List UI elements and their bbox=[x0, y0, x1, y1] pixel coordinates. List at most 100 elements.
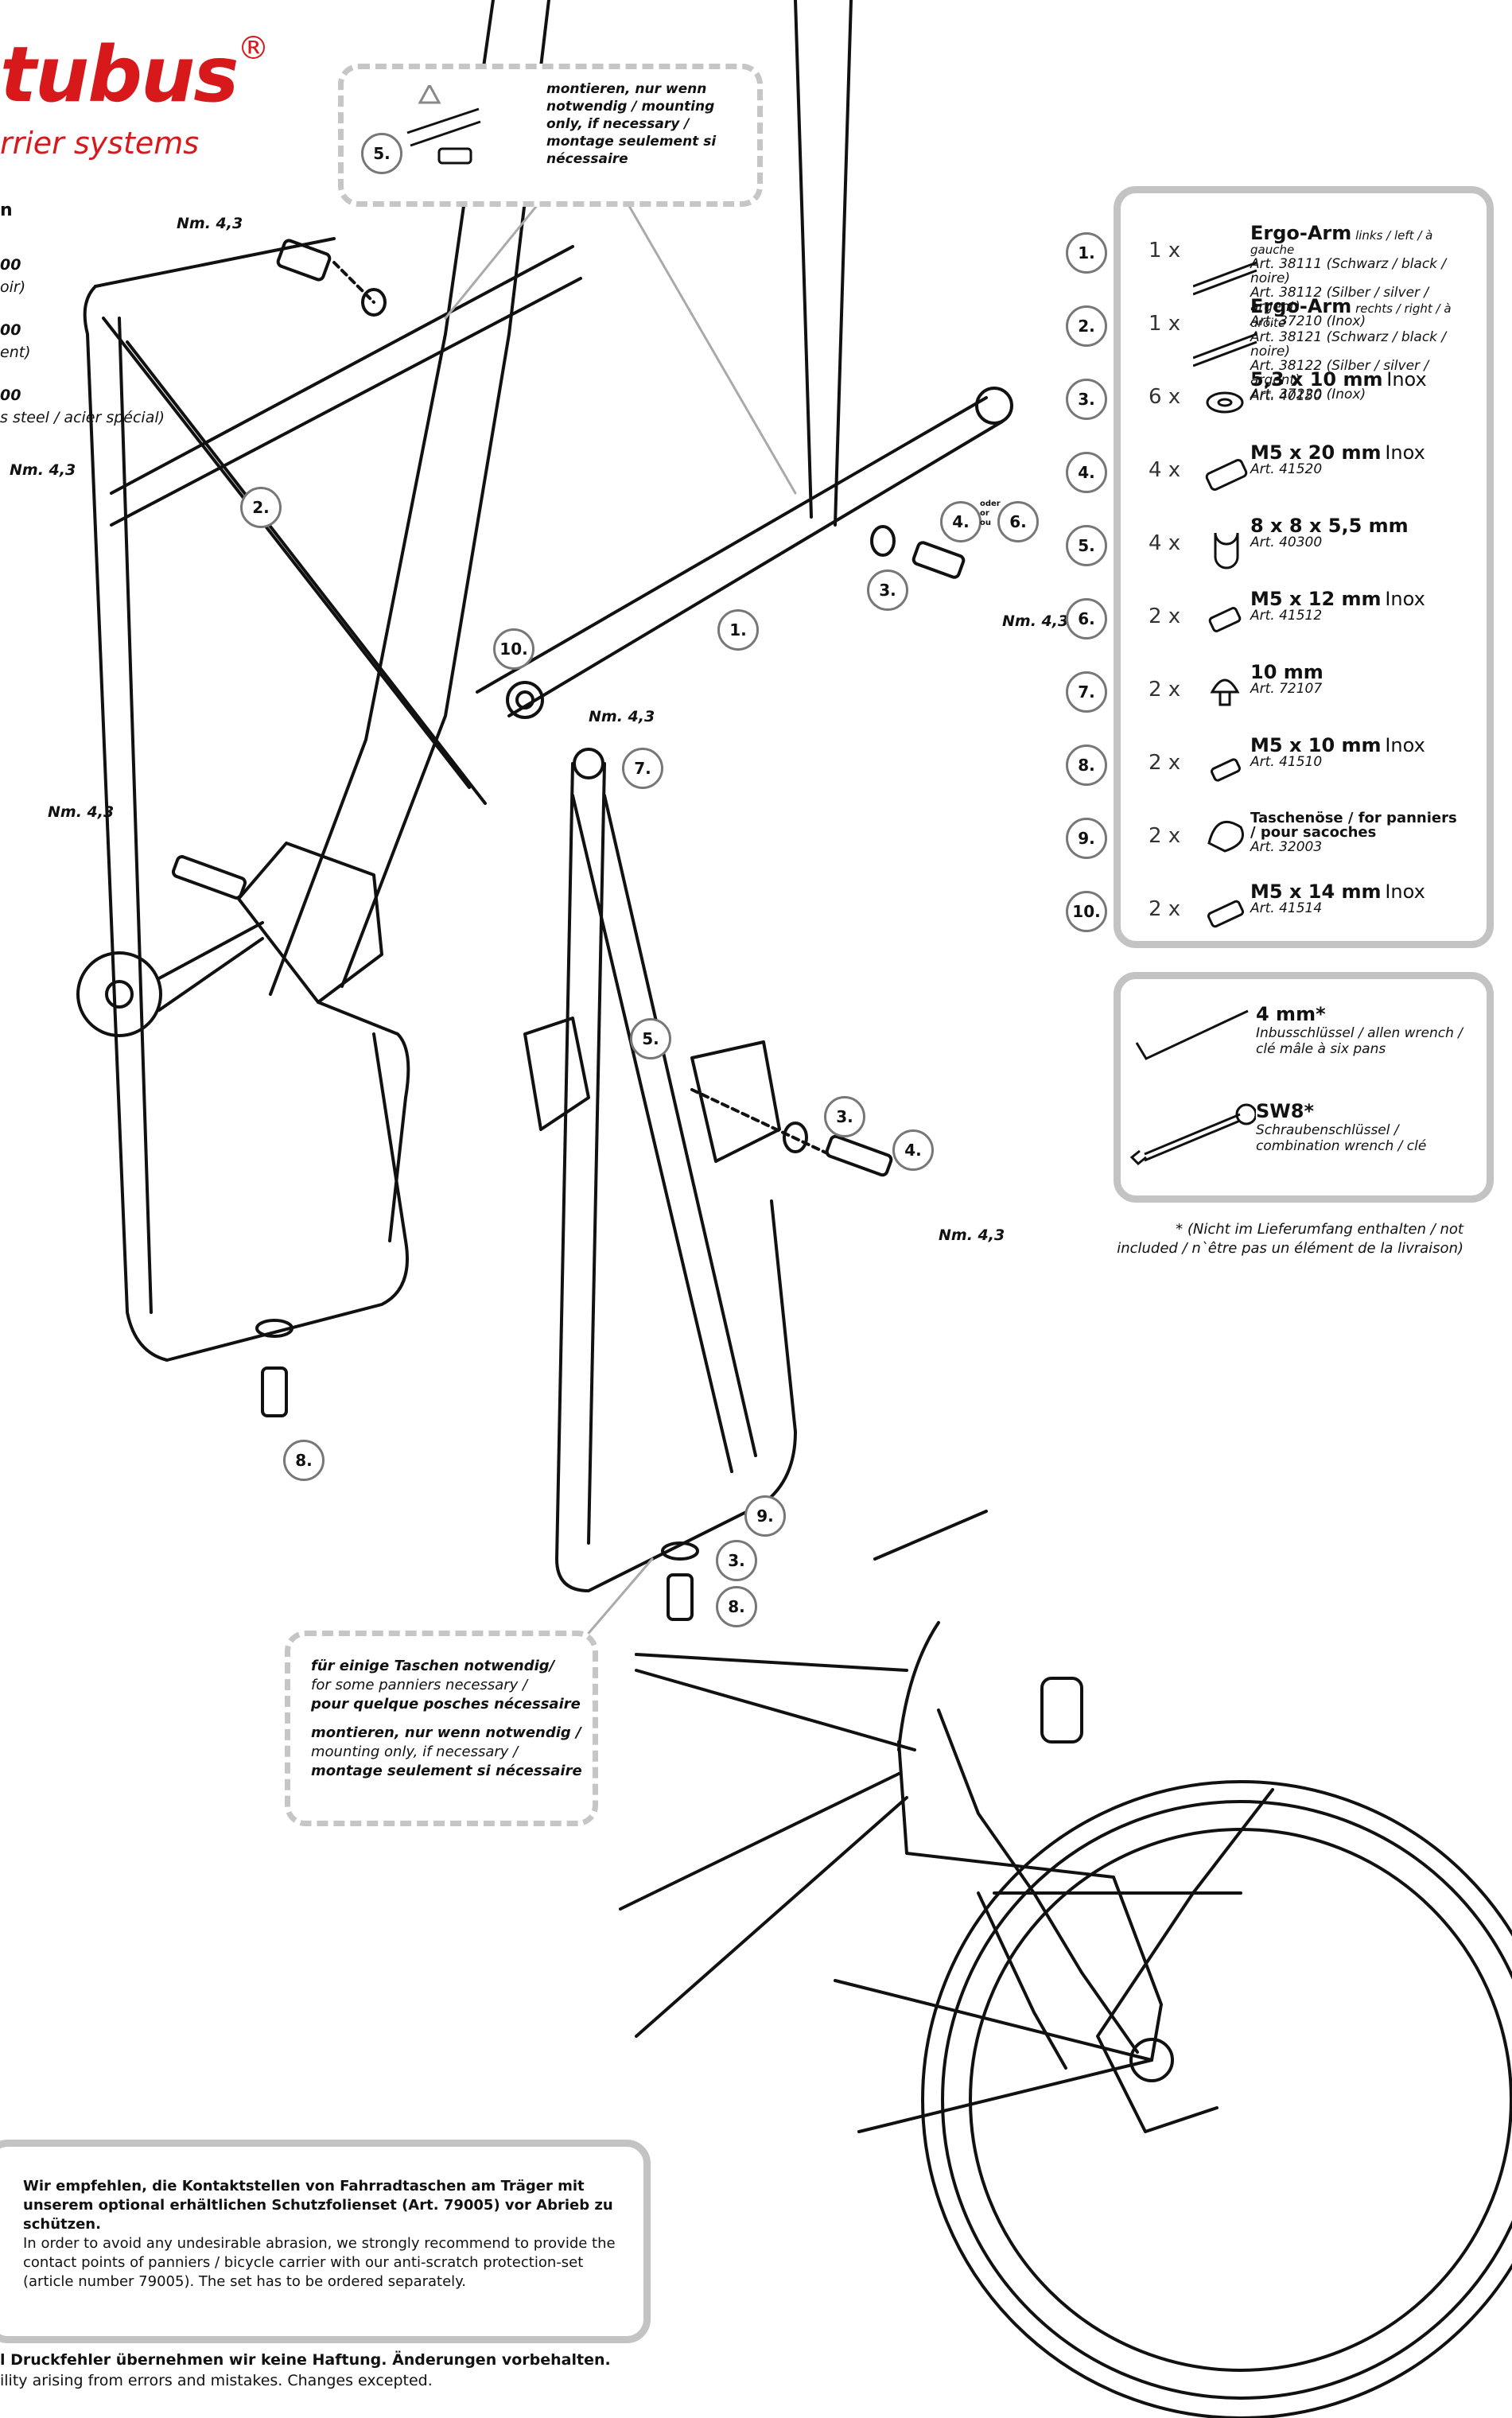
part-row-3: 3. 6 x 5,3 x 10 mm Inox Art. 40150 bbox=[1066, 368, 1479, 434]
part-number: 1. bbox=[1066, 232, 1107, 274]
part-number: 8. bbox=[1066, 744, 1107, 786]
mount-note-de: montieren, nur wenn notwendig / bbox=[311, 1724, 581, 1741]
part-material: Inox bbox=[1385, 588, 1425, 610]
part-article: Art. 40150 bbox=[1250, 388, 1323, 404]
side-spec-1: 00 bbox=[0, 256, 21, 274]
part-row-9: 9. 2 x Taschenöse / for panniers / pour … bbox=[1066, 810, 1479, 873]
mount-note-fr: montage seulement si nécessaire bbox=[311, 1763, 582, 1779]
spacer-icon bbox=[1214, 532, 1239, 570]
tool-icons bbox=[1129, 1009, 1256, 1166]
part-quantity: 4 x bbox=[1149, 531, 1181, 555]
part-name: M5 x 20 mm bbox=[1250, 441, 1382, 464]
brand-tagline: rrier systems bbox=[0, 126, 200, 161]
part-article: Art. 41520 bbox=[1250, 461, 1323, 477]
or-label: oder or ou bbox=[980, 500, 1001, 527]
tool-description: Schraubenschlüssel / combination wrench … bbox=[1256, 1122, 1427, 1154]
part-note: rechts / right / à droite bbox=[1250, 301, 1452, 330]
callout-8b: 8. bbox=[716, 1586, 757, 1627]
brand-logo: tubus® bbox=[0, 30, 269, 119]
torque-label-3: Nm. 4,3 bbox=[48, 803, 115, 821]
torque-label-2: Nm. 4,3 bbox=[10, 461, 76, 479]
pannier-note-fr: pour quelque posches nécessaire bbox=[311, 1696, 581, 1712]
pannier-note-en: for some panniers necessary / bbox=[311, 1677, 528, 1693]
side-heading: n bbox=[0, 200, 13, 220]
pannier-note: für einige Taschen notwendig/ for some p… bbox=[285, 1631, 598, 1826]
tool-name: 4 mm* bbox=[1256, 1003, 1326, 1025]
part-article: Art. 40300 bbox=[1250, 535, 1323, 550]
part-icons bbox=[1193, 261, 1257, 928]
part-number: 3. bbox=[1066, 379, 1107, 420]
part-row-10: 10. 2 x M5 x 14 mm Inox Art. 41514 bbox=[1066, 881, 1479, 947]
part-row-6: 6. 2 x M5 x 12 mm Inox Art. 41512 bbox=[1066, 588, 1479, 654]
part-article: Art. 41514 bbox=[1250, 900, 1323, 916]
part-article: Art. 41512 bbox=[1250, 608, 1323, 624]
part-name: M5 x 10 mm bbox=[1250, 734, 1382, 756]
part-quantity: 1 x bbox=[1149, 239, 1181, 262]
part-row-2: 2. 1 x Ergo-Arm rechts / right / à droit… bbox=[1066, 297, 1479, 402]
part-name: Taschenöse / for panniers / pour sacoche… bbox=[1250, 810, 1457, 841]
part-number: 4. bbox=[1066, 452, 1107, 493]
part-name: 8 x 8 x 5,5 mm bbox=[1250, 515, 1409, 537]
top-mounting-note: 5. montieren, nur wenn notwendig / mount… bbox=[338, 64, 763, 207]
torque-label-6: Nm. 4,3 bbox=[939, 1226, 1005, 1244]
part-quantity: 1 x bbox=[1149, 312, 1181, 336]
top-note-text: montieren, nur wenn notwendig / mounting… bbox=[546, 81, 717, 167]
part-name: M5 x 12 mm bbox=[1250, 588, 1382, 610]
part-article: Art. 72107 bbox=[1250, 681, 1323, 697]
part-row-7: 7. 2 x 10 mm Art. 72107 bbox=[1066, 663, 1479, 727]
torque-label-4: Nm. 4,3 bbox=[589, 708, 655, 725]
part-material: Inox bbox=[1385, 441, 1425, 464]
callout-7: 7. bbox=[622, 748, 663, 789]
notice-en: In order to avoid any undesirable abrasi… bbox=[23, 2235, 616, 2290]
part-material: Inox bbox=[1385, 734, 1425, 756]
part-number: 10. bbox=[1066, 891, 1107, 932]
callout-6: 6. bbox=[997, 501, 1039, 542]
part-number: 6. bbox=[1066, 598, 1107, 639]
torque-label-5: Nm. 4,3 bbox=[1002, 612, 1069, 630]
part-row-1: 1. 1 x Ergo-Arm links / left / à gauche … bbox=[1066, 222, 1479, 328]
side-spec-5: 00 bbox=[0, 387, 21, 404]
part-number: 5. bbox=[1066, 525, 1107, 566]
part-quantity: 2 x bbox=[1149, 751, 1181, 775]
protection-notice: Wir empfehlen, die Kontaktstellen von Fa… bbox=[0, 2140, 651, 2343]
part-name: Ergo-Arm bbox=[1250, 222, 1352, 244]
part-article: Art. 32003 bbox=[1250, 839, 1323, 855]
part-quantity: 2 x bbox=[1149, 897, 1181, 921]
registered-mark: ® bbox=[237, 30, 269, 67]
tools-panel: 4 mm* Inbusschlüssel / allen wrench / cl… bbox=[1114, 972, 1494, 1203]
footer-disclaimer-en: ility arising from errors and mistakes. … bbox=[0, 2372, 433, 2389]
not-included-note: * (Nicht im Lieferumfang enthalten / not… bbox=[1117, 1221, 1463, 1257]
part-article: Art. 38122 (Silber / silver / argent) bbox=[1250, 358, 1429, 388]
footer-disclaimer-de: l Druckfehler übernehmen wir keine Haftu… bbox=[0, 2351, 611, 2369]
part-row-4: 4. 4 x M5 x 20 mm Inox Art. 41520 bbox=[1066, 441, 1479, 507]
tool-description: Inbusschlüssel / allen wrench / clé mâle… bbox=[1256, 1025, 1463, 1057]
part-article: Art. 38111 (Schwarz / black / noire) bbox=[1250, 256, 1447, 286]
part-material: Inox bbox=[1385, 881, 1425, 903]
callout-3b: 3. bbox=[824, 1096, 865, 1137]
part-material: Inox bbox=[1386, 368, 1427, 391]
callout-8a: 8. bbox=[283, 1440, 325, 1481]
tool-name: SW8* bbox=[1256, 1100, 1315, 1122]
washer-icon bbox=[1206, 391, 1244, 414]
part-number: 9. bbox=[1066, 818, 1107, 859]
part-row-5: 5. 4 x 8 x 8 x 5,5 mm Art. 40300 bbox=[1066, 515, 1479, 581]
ergo-arm-left-icon bbox=[1193, 261, 1257, 288]
part-note: links / left / à gauche bbox=[1250, 228, 1433, 257]
part-number: 2. bbox=[1066, 305, 1107, 347]
callout-4b: 4. bbox=[892, 1129, 934, 1171]
part-article: Art. 38121 (Schwarz / black / noire) bbox=[1250, 329, 1447, 360]
callout-9: 9. bbox=[744, 1495, 786, 1537]
part-article: Art. 41510 bbox=[1250, 754, 1323, 770]
part-quantity: 4 x bbox=[1149, 458, 1181, 482]
tool-spanner: SW8* Schraubenschlüssel / combination wr… bbox=[1256, 1100, 1471, 1154]
allen-wrench-icon bbox=[1135, 1009, 1249, 1060]
callout-1: 1. bbox=[717, 609, 759, 651]
bolt-m5x14-icon bbox=[1207, 900, 1245, 928]
callout-10: 10. bbox=[493, 628, 534, 670]
bolt-m5x10-icon bbox=[1211, 758, 1241, 782]
parts-list-panel bbox=[1114, 186, 1494, 948]
pannier-eyelet-icon bbox=[1207, 820, 1244, 853]
part-name: M5 x 14 mm bbox=[1250, 881, 1382, 903]
part-article: Art. 37210 (Inox) bbox=[1250, 313, 1366, 329]
cap-icon bbox=[1210, 678, 1240, 694]
